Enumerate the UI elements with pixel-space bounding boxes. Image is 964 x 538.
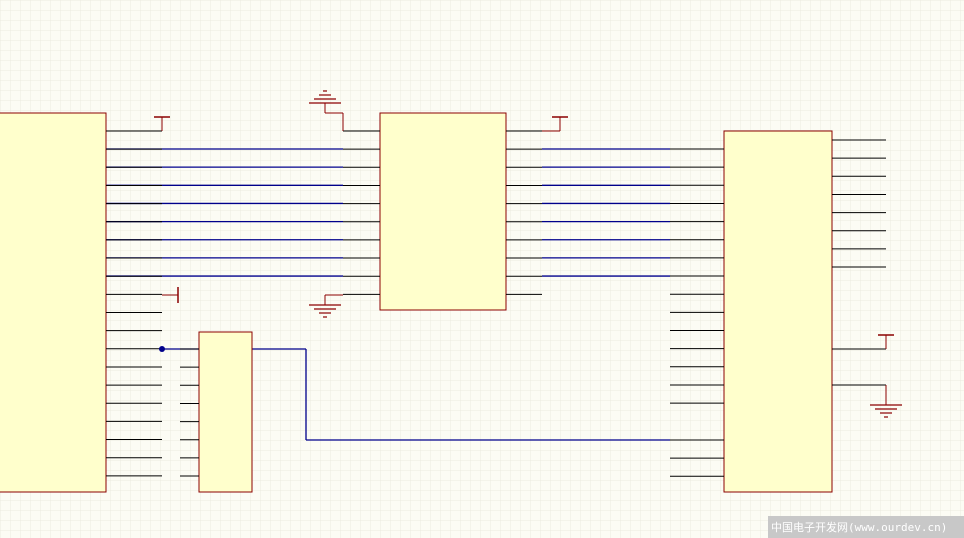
u1-body [379,112,507,311]
junction-dot [159,346,165,352]
parts-layer [0,90,902,493]
u2-gnd [870,395,902,418]
u2-body [723,130,833,493]
mcu-body [0,112,107,493]
watermark-box [768,516,964,538]
u1-gnd-top [309,90,341,113]
watermark-text: 中国电子开发网(www.ourdev.cn) [771,520,947,534]
u1-gnd-bottom [309,295,341,318]
p3-body [198,331,253,493]
